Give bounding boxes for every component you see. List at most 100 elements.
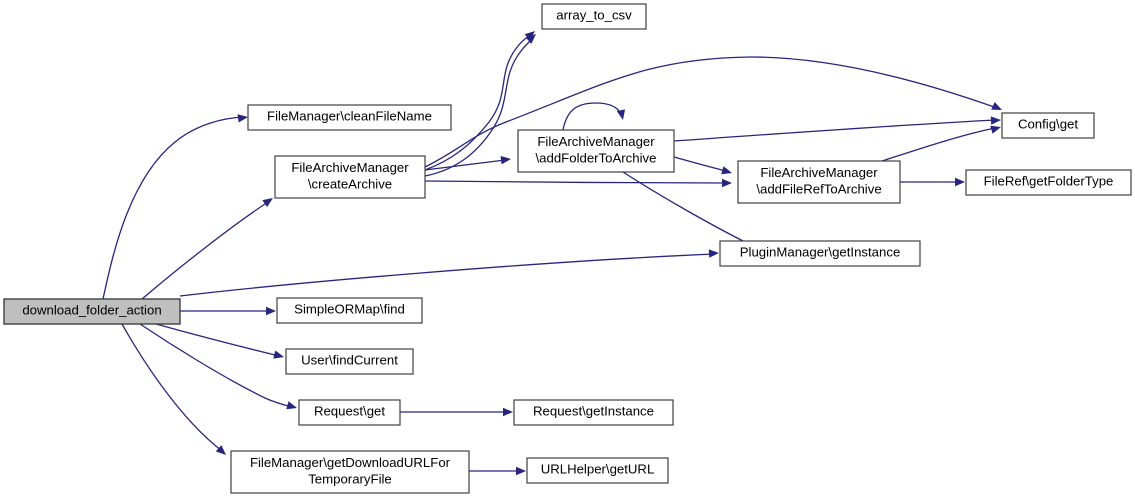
node-label-line: \addFolderToArchive bbox=[536, 151, 657, 166]
node-label: array_to_csv bbox=[556, 8, 632, 23]
edge-filearchivemanager-addfilereftoarchive-to-fileref-getfoldertype bbox=[900, 177, 965, 187]
node-box[interactable] bbox=[1001, 112, 1095, 139]
arrowhead-icon bbox=[721, 166, 732, 175]
nodes-layer: download_folder_action array_to_csvFileMa… bbox=[3, 3, 1132, 494]
node-label: FileArchiveManager \createArchive bbox=[291, 160, 409, 192]
node-request-getinstance[interactable]: Request\getInstance bbox=[513, 399, 674, 426]
node-box[interactable] bbox=[274, 155, 426, 199]
arrowhead-icon bbox=[722, 178, 732, 188]
node-box[interactable] bbox=[526, 457, 669, 484]
node-simpleormap-find[interactable]: SimpleORMap\find bbox=[276, 297, 423, 324]
node-box[interactable] bbox=[298, 399, 401, 426]
node-box[interactable] bbox=[247, 104, 452, 131]
edges-layer bbox=[102, 31, 1002, 476]
arrowhead-icon bbox=[990, 116, 1001, 125]
edge-filearchivemanager-addfoldertoarchive-to-filearchivemanager-addfilereftoarchive bbox=[673, 156, 732, 175]
node-label-line: URLHelper\getURL bbox=[541, 462, 655, 477]
node-label: Request\getInstance bbox=[533, 404, 654, 419]
edge-download-folder-action-to-filemanager-cleanfilename bbox=[102, 114, 248, 300]
arrowhead-icon bbox=[990, 125, 1001, 134]
edge-download-folder-action-to-filemanager-getdownloadurlfortemporaryfile bbox=[121, 323, 226, 455]
node-box[interactable] bbox=[276, 297, 423, 324]
node-download-folder-action[interactable]: download_folder_action bbox=[3, 298, 181, 325]
edge-filearchivemanager-addfoldertoarchive-to-config-get bbox=[673, 116, 1001, 142]
node-filemanager-cleanfilename[interactable]: FileManager\cleanFileName bbox=[247, 104, 452, 131]
arrowhead-icon bbox=[237, 114, 248, 123]
node-label-line: download_folder_action bbox=[22, 303, 161, 318]
node-label: download_folder_action bbox=[22, 303, 161, 318]
edge-download-folder-action-to-request-get bbox=[139, 323, 297, 410]
edge-filearchivemanager-addfilereftoarchive-to-config-get bbox=[881, 125, 1001, 162]
node-label-line: \createArchive bbox=[308, 177, 392, 192]
node-box[interactable] bbox=[230, 450, 470, 494]
node-label-line: FileArchiveManager bbox=[760, 165, 878, 180]
arrowhead-icon bbox=[266, 306, 276, 316]
edge-download-folder-action-to-user-findcurrent bbox=[155, 323, 284, 359]
arrowhead-icon bbox=[525, 34, 536, 44]
node-label: Request\get bbox=[314, 404, 385, 419]
node-urlhelper-geturl[interactable]: URLHelper\getURL bbox=[526, 457, 669, 484]
node-label-line: FileArchiveManager bbox=[537, 134, 655, 149]
edge-download-folder-action-to-pluginmanager-getinstance bbox=[179, 249, 719, 297]
edge-filearchivemanager-createarchive-to-filearchivemanager-addfilereftoarchive bbox=[424, 178, 732, 188]
arrowhead-icon bbox=[262, 198, 273, 208]
edge-filearchivemanager-createarchive-to-array-to-csv bbox=[424, 31, 535, 171]
arrowhead-icon bbox=[991, 101, 1002, 110]
arrowhead-icon bbox=[524, 31, 535, 41]
node-label-line: \addFileRefToArchive bbox=[756, 182, 881, 197]
node-label-line: Request\getInstance bbox=[533, 404, 654, 419]
edge-filearchivemanager-addfoldertoarchive-to-filearchivemanager-addfoldertoarchive bbox=[562, 102, 626, 131]
edge-request-get-to-request-getinstance bbox=[400, 407, 513, 417]
node-pluginmanager-getinstance[interactable]: PluginManager\getInstance bbox=[719, 240, 921, 267]
arrowhead-icon bbox=[708, 249, 719, 258]
node-label: FileRef\getFolderType bbox=[984, 174, 1114, 189]
node-label: PluginManager\getInstance bbox=[740, 245, 901, 260]
arrowhead-icon bbox=[215, 445, 226, 455]
node-label: URLHelper\getURL bbox=[541, 462, 655, 477]
node-label-line: TemporaryFile bbox=[308, 472, 392, 487]
node-filearchivemanager-addfilereftoarchive[interactable]: FileArchiveManager \addFileRefToArchive bbox=[737, 160, 901, 204]
node-request-get[interactable]: Request\get bbox=[298, 399, 401, 426]
node-array-to-csv[interactable]: array_to_csv bbox=[541, 3, 647, 30]
node-box[interactable] bbox=[737, 160, 901, 204]
arrowhead-icon bbox=[616, 109, 626, 120]
node-label: User\findCurrent bbox=[301, 353, 398, 368]
node-label-line: User\findCurrent bbox=[301, 353, 398, 368]
node-label-line: FileArchiveManager bbox=[291, 160, 409, 175]
node-label-line: SimpleORMap\find bbox=[294, 302, 405, 317]
node-label-line: Request\get bbox=[314, 404, 385, 419]
node-label-line: PluginManager\getInstance bbox=[740, 245, 901, 260]
node-box[interactable] bbox=[3, 298, 181, 325]
node-box[interactable] bbox=[513, 399, 674, 426]
arrowhead-icon bbox=[286, 401, 297, 410]
edge-filearchivemanager-createarchive-to-array-to-csv bbox=[424, 34, 536, 177]
node-filearchivemanager-addfoldertoarchive[interactable]: FileArchiveManager \addFolderToArchive bbox=[517, 129, 675, 173]
node-box[interactable] bbox=[285, 348, 414, 375]
node-box[interactable] bbox=[719, 240, 921, 267]
node-fileref-getfoldertype[interactable]: FileRef\getFolderType bbox=[965, 169, 1132, 196]
node-label: Config\get bbox=[1018, 117, 1078, 132]
node-filearchivemanager-createarchive[interactable]: FileArchiveManager \createArchive bbox=[274, 155, 426, 199]
node-box[interactable] bbox=[541, 3, 647, 30]
arrowhead-icon bbox=[500, 156, 511, 165]
node-config-get[interactable]: Config\get bbox=[1001, 112, 1095, 139]
node-label: FileArchiveManager \addFolderToArchive bbox=[536, 134, 657, 166]
node-label: FileArchiveManager \addFileRefToArchive bbox=[756, 165, 881, 197]
edge-filearchivemanager-createarchive-to-filearchivemanager-addfoldertoarchive bbox=[424, 156, 511, 171]
node-label-line: array_to_csv bbox=[556, 8, 632, 23]
node-box[interactable] bbox=[965, 169, 1132, 196]
arrowhead-icon bbox=[503, 407, 513, 417]
node-label-line: Config\get bbox=[1018, 117, 1078, 132]
node-box[interactable] bbox=[517, 129, 675, 173]
node-label-line: FileManager\cleanFileName bbox=[267, 109, 432, 124]
edge-filearchivemanager-createarchive-to-config-get bbox=[424, 56, 1002, 168]
node-user-findcurrent[interactable]: User\findCurrent bbox=[285, 348, 414, 375]
node-label: FileManager\cleanFileName bbox=[267, 109, 432, 124]
arrowhead-icon bbox=[273, 350, 284, 359]
node-label: SimpleORMap\find bbox=[294, 302, 405, 317]
arrowhead-icon bbox=[516, 466, 526, 476]
